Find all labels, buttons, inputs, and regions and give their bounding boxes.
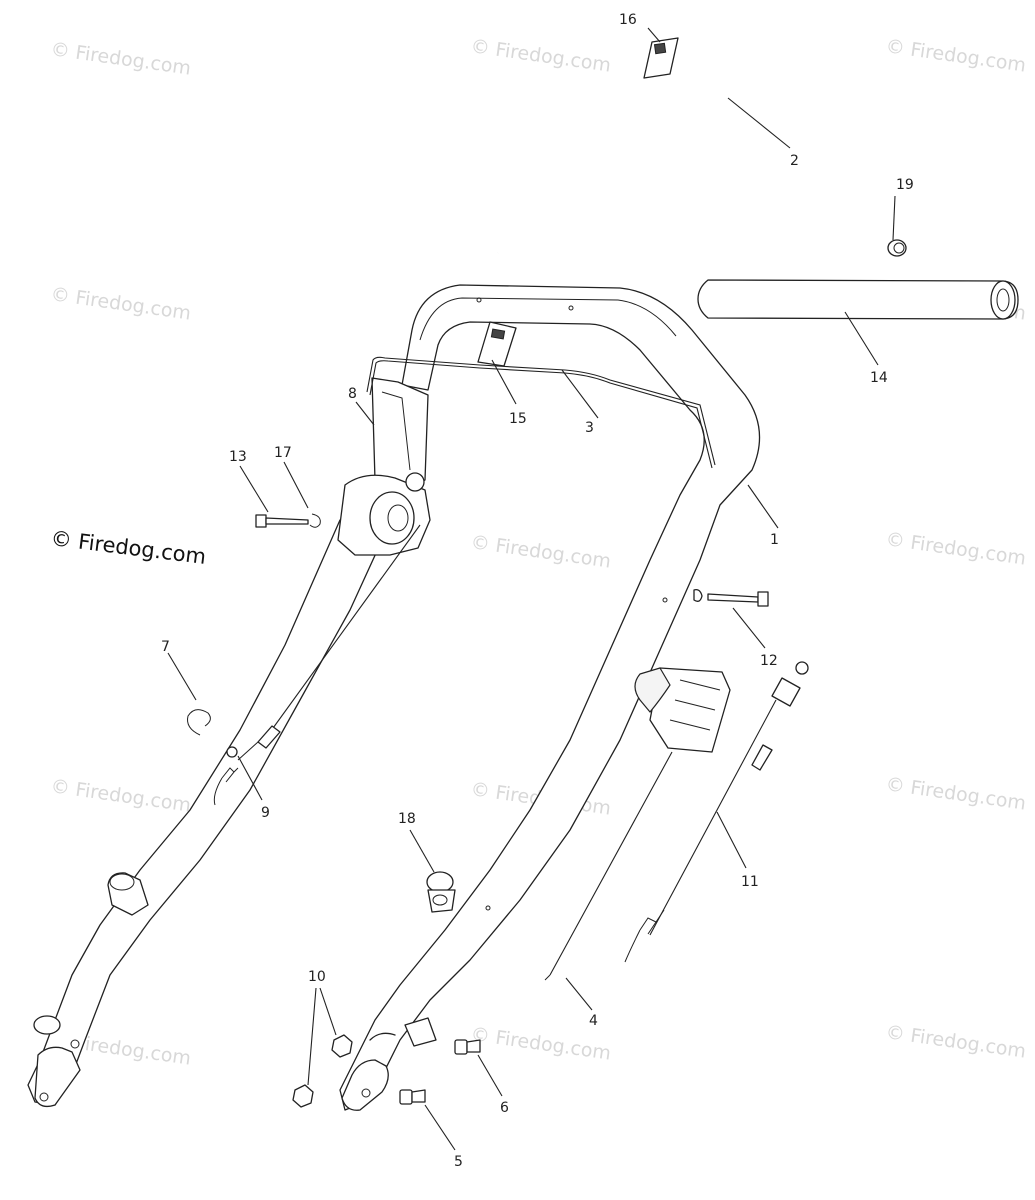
watermark: © Firedog.com <box>469 531 612 572</box>
watermark: © Firedog.com <box>884 773 1027 814</box>
part-18-clamp <box>426 871 456 913</box>
part-12-bolt <box>693 588 769 607</box>
part-19-cap <box>887 239 907 257</box>
callout-1: 1 <box>770 532 779 548</box>
watermark: © Firedog.com <box>469 35 612 76</box>
part-9-cable <box>213 524 421 806</box>
callout-16: 16 <box>619 12 637 28</box>
watermark: © Firedog.com <box>884 1021 1027 1062</box>
part-10-nut <box>292 1034 353 1108</box>
callout-3: 3 <box>585 420 594 436</box>
part-14-grip <box>697 279 1019 320</box>
part-3-control-rod <box>366 356 716 469</box>
callout-18: 18 <box>398 811 416 827</box>
callout-6: 6 <box>500 1100 509 1116</box>
callout-9: 9 <box>261 805 270 821</box>
part-11-cable <box>624 661 809 963</box>
callout-14: 14 <box>870 370 888 386</box>
callout-10: 10 <box>308 969 326 985</box>
callout-19: 19 <box>896 177 914 193</box>
part-8-lever-housing <box>337 377 431 556</box>
watermark: © Firedog.com <box>884 528 1027 569</box>
callout-8: 8 <box>348 386 357 402</box>
callout-13: 13 <box>229 449 247 465</box>
part-2-bail <box>497 86 901 257</box>
leader-lines <box>167 27 896 1151</box>
part-15-clip <box>477 321 517 367</box>
part-7-hook <box>187 709 211 736</box>
callout-7: 7 <box>161 639 170 655</box>
watermark: © Firedog.com <box>469 1023 612 1064</box>
part-1-handle <box>339 284 761 1111</box>
callout-17: 17 <box>274 445 292 461</box>
part-13-bolt <box>255 514 309 528</box>
watermark: © Firedog.com <box>884 35 1027 76</box>
watermark: © Firedog.com <box>49 283 192 324</box>
callout-2: 2 <box>790 153 799 169</box>
callout-labels: 16 2 19 14 8 15 3 13 17 1 12 7 9 18 11 1… <box>161 12 914 1170</box>
part-4-cable <box>544 751 673 981</box>
part-5-bolt <box>399 1089 426 1105</box>
part-16-clip <box>643 37 679 79</box>
callout-11: 11 <box>741 874 759 890</box>
control-box <box>634 667 731 753</box>
part-1-handle-left-leg <box>27 519 383 1108</box>
callout-5: 5 <box>454 1154 463 1170</box>
watermark: © Firedog.com <box>49 775 192 816</box>
callout-12: 12 <box>760 653 778 669</box>
part-17-clip <box>309 513 321 528</box>
callout-4: 4 <box>589 1013 598 1029</box>
watermark: © Firedog.com <box>49 38 192 79</box>
callout-15: 15 <box>509 411 527 427</box>
part-6-bolt <box>454 1039 481 1055</box>
watermark-main: © Firedog.com <box>49 526 207 569</box>
